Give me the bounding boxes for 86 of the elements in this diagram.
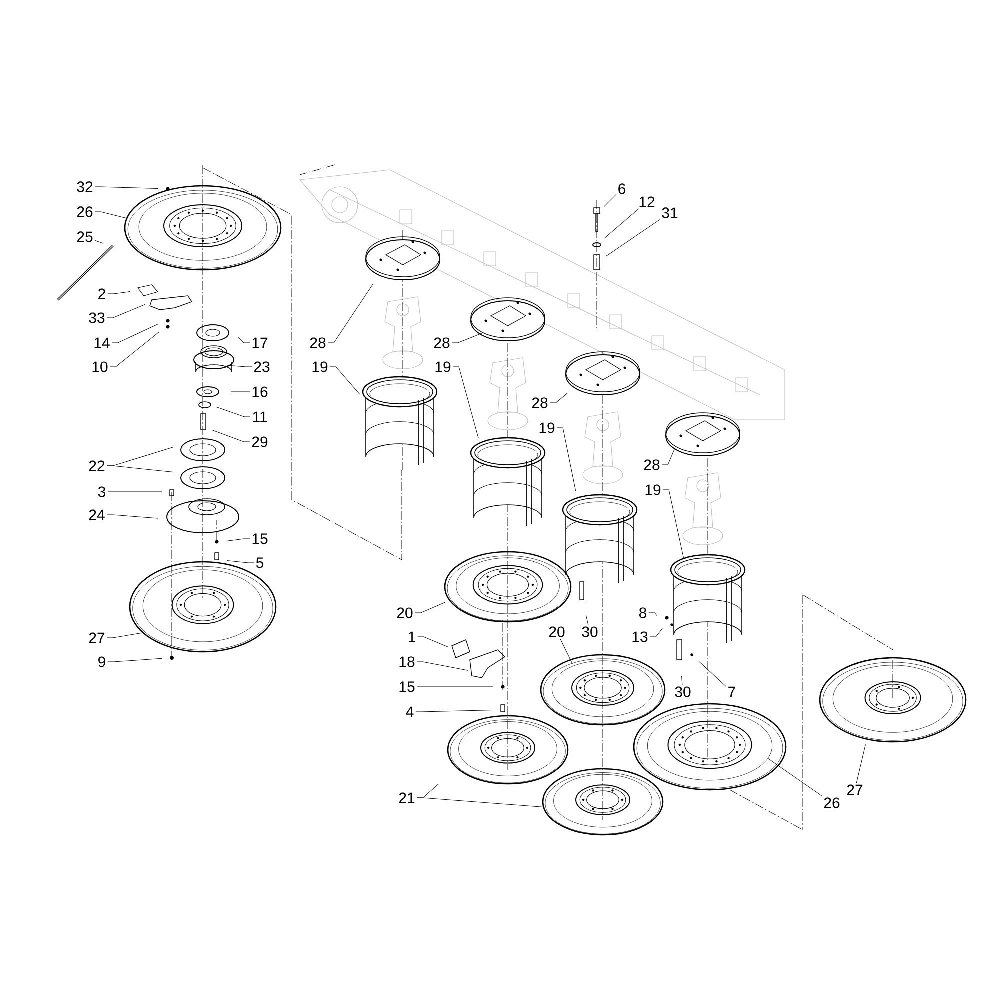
leader-line	[226, 560, 254, 564]
callout-number: 19	[540, 422, 555, 434]
leader-line	[648, 612, 658, 616]
callout-number: 28	[644, 460, 660, 470]
callout-number: 33	[89, 312, 105, 324]
leader-line	[416, 686, 494, 688]
leader-line	[108, 658, 162, 662]
callout-number: 15	[252, 534, 268, 544]
callout-number: 32	[77, 182, 93, 192]
callout-number: 30	[675, 686, 691, 698]
leader-line	[238, 337, 250, 344]
callout-number: 11	[253, 412, 268, 422]
callout-number: 19	[646, 484, 661, 496]
callout-number: 7	[728, 686, 736, 698]
callout-number: 28	[310, 338, 326, 348]
callout-number: 22	[89, 460, 105, 472]
callout-number: 24	[89, 510, 105, 520]
leader-line	[550, 393, 568, 404]
leader-line	[94, 186, 158, 189]
leader-line	[330, 366, 360, 395]
leader-line	[452, 333, 483, 344]
leader-line	[108, 292, 130, 294]
leader-line	[416, 662, 468, 671]
callout-number: 30	[582, 626, 598, 638]
callout-number: 28	[532, 398, 548, 408]
leader-line	[856, 744, 866, 784]
callout-number: 26	[77, 206, 93, 218]
leader-line	[216, 406, 251, 418]
callout-number: 16	[252, 386, 268, 398]
leader-line	[662, 490, 684, 560]
leader-line	[328, 284, 374, 344]
callout-number: 8	[640, 608, 647, 618]
leader-line	[226, 365, 252, 368]
callout-number: 5	[256, 558, 264, 568]
leader-line	[418, 636, 449, 648]
callout-number: 4	[406, 706, 414, 718]
callout-number: 10	[92, 362, 108, 372]
leader-line	[106, 466, 174, 472]
callout-number: 2	[98, 288, 106, 300]
leader-line	[556, 428, 576, 492]
leader-line	[94, 212, 128, 219]
callout-number: 1	[408, 632, 416, 642]
leader-line	[112, 324, 159, 344]
callout-number: 12	[640, 196, 655, 208]
callout-number: 14	[94, 338, 110, 348]
leader-line	[768, 758, 822, 796]
leader-line	[416, 798, 546, 808]
leader-line	[604, 194, 616, 208]
leader-line	[106, 304, 146, 318]
callout-number: 13	[632, 632, 648, 642]
leader-line	[586, 616, 589, 626]
leader-line	[560, 638, 573, 664]
leader-line	[226, 538, 250, 542]
callout-number: 27	[89, 632, 105, 644]
leader-line	[106, 632, 142, 638]
callout-number: 19	[312, 362, 328, 372]
callout-number: 20	[549, 626, 565, 638]
leader-line	[212, 430, 250, 442]
leader-line	[682, 676, 683, 686]
callout-number: 21	[399, 792, 415, 804]
callout-number: 15	[400, 682, 415, 692]
leader-line	[110, 332, 160, 368]
callout-number: 18	[400, 656, 415, 668]
leader-line	[662, 448, 676, 466]
callout-number: 31	[662, 208, 678, 218]
callout-number: 9	[98, 656, 106, 668]
leader-line	[452, 366, 479, 438]
callout-number: 6	[618, 184, 626, 194]
leader-line	[416, 710, 494, 712]
callout-number: 19	[436, 362, 451, 372]
callout-number: 28	[434, 338, 450, 348]
leader-line	[414, 602, 446, 614]
callout-number: 26	[824, 798, 840, 808]
leader-line	[606, 220, 660, 257]
leader-line	[699, 662, 726, 687]
callout-number: 27	[847, 784, 863, 796]
leader-line	[106, 514, 158, 519]
callout-number: 20	[397, 608, 413, 618]
leader-line	[94, 240, 104, 244]
callout-number: 29	[252, 436, 268, 448]
callout-number: 3	[98, 486, 106, 498]
callout-number: 23	[254, 362, 270, 372]
callout-number: 25	[77, 232, 93, 242]
callout-number: 17	[252, 338, 268, 348]
leader-line	[650, 628, 663, 638]
leader-line	[604, 208, 640, 239]
